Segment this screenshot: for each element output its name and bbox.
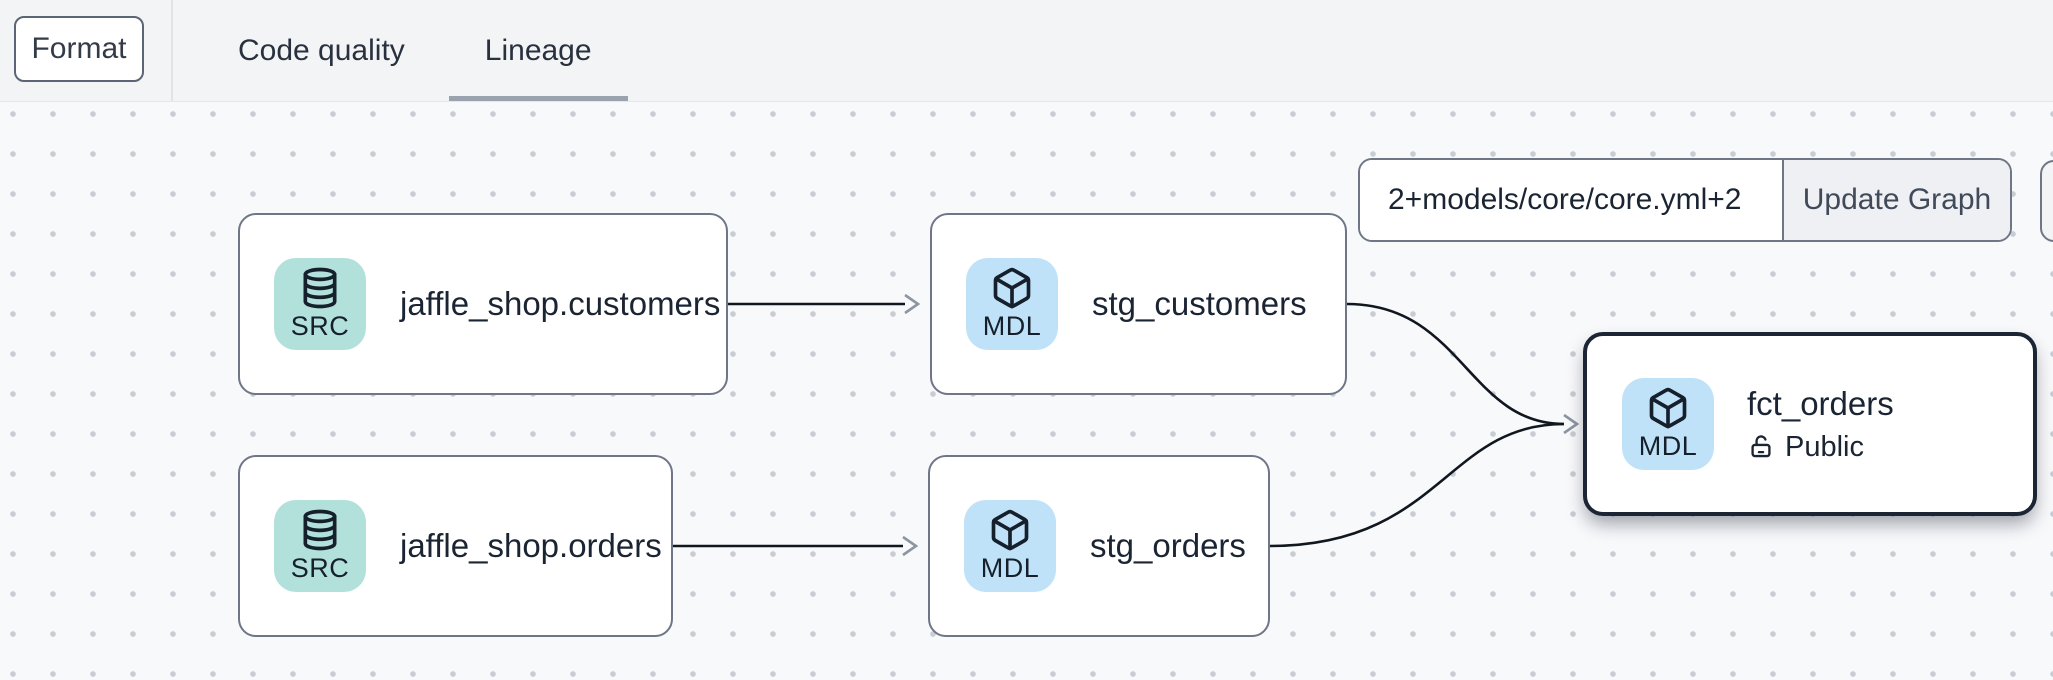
model-badge: MDL bbox=[964, 500, 1056, 592]
badge-label: MDL bbox=[1638, 431, 1698, 461]
format-button[interactable]: Format bbox=[14, 16, 144, 82]
update-graph-button[interactable]: Update Graph bbox=[1782, 160, 2010, 240]
database-icon bbox=[303, 267, 337, 309]
node-jaffle-shop-orders[interactable]: SRC jaffle_shop.orders bbox=[238, 455, 673, 637]
badge-label: SRC bbox=[290, 311, 350, 341]
node-stg-orders[interactable]: MDL stg_orders bbox=[928, 455, 1270, 637]
source-badge: SRC bbox=[274, 258, 366, 350]
badge-label: SRC bbox=[290, 553, 350, 583]
node-text-column: fct_orders Public bbox=[1747, 385, 1894, 464]
access-label: Public bbox=[1785, 430, 1864, 463]
node-label: stg_customers bbox=[1092, 285, 1307, 322]
selector-group: Update Graph bbox=[1358, 158, 2012, 242]
topbar: Format Code quality Lineage bbox=[0, 0, 2053, 102]
badge-label: MDL bbox=[982, 311, 1042, 341]
cube-icon bbox=[991, 509, 1029, 551]
node-stg-customers[interactable]: MDL stg_customers bbox=[930, 213, 1347, 395]
node-jaffle-shop-customers[interactable]: SRC jaffle_shop.customers bbox=[238, 213, 728, 395]
database-icon bbox=[303, 509, 337, 551]
lock-open-icon bbox=[1751, 435, 1771, 458]
access-row: Public bbox=[1747, 431, 1894, 464]
node-label: jaffle_shop.orders bbox=[400, 527, 662, 564]
model-badge: MDL bbox=[1622, 378, 1714, 470]
topbar-divider bbox=[171, 0, 173, 101]
tab-bar: Code quality Lineage bbox=[202, 0, 628, 101]
badge-label: MDL bbox=[980, 553, 1040, 583]
partial-control[interactable] bbox=[2040, 160, 2053, 242]
cube-icon bbox=[1649, 387, 1687, 429]
node-label: stg_orders bbox=[1090, 527, 1246, 564]
node-label: jaffle_shop.customers bbox=[400, 285, 721, 322]
node-fct-orders[interactable]: MDL fct_orders Public bbox=[1583, 332, 2037, 516]
tab-code-quality[interactable]: Code quality bbox=[238, 33, 405, 67]
tab-lineage[interactable]: Lineage bbox=[448, 0, 628, 101]
node-label: fct_orders bbox=[1747, 384, 1894, 422]
cube-icon bbox=[993, 267, 1031, 309]
model-badge: MDL bbox=[966, 258, 1058, 350]
source-badge: SRC bbox=[274, 500, 366, 592]
lineage-selector-input[interactable] bbox=[1360, 160, 1782, 240]
